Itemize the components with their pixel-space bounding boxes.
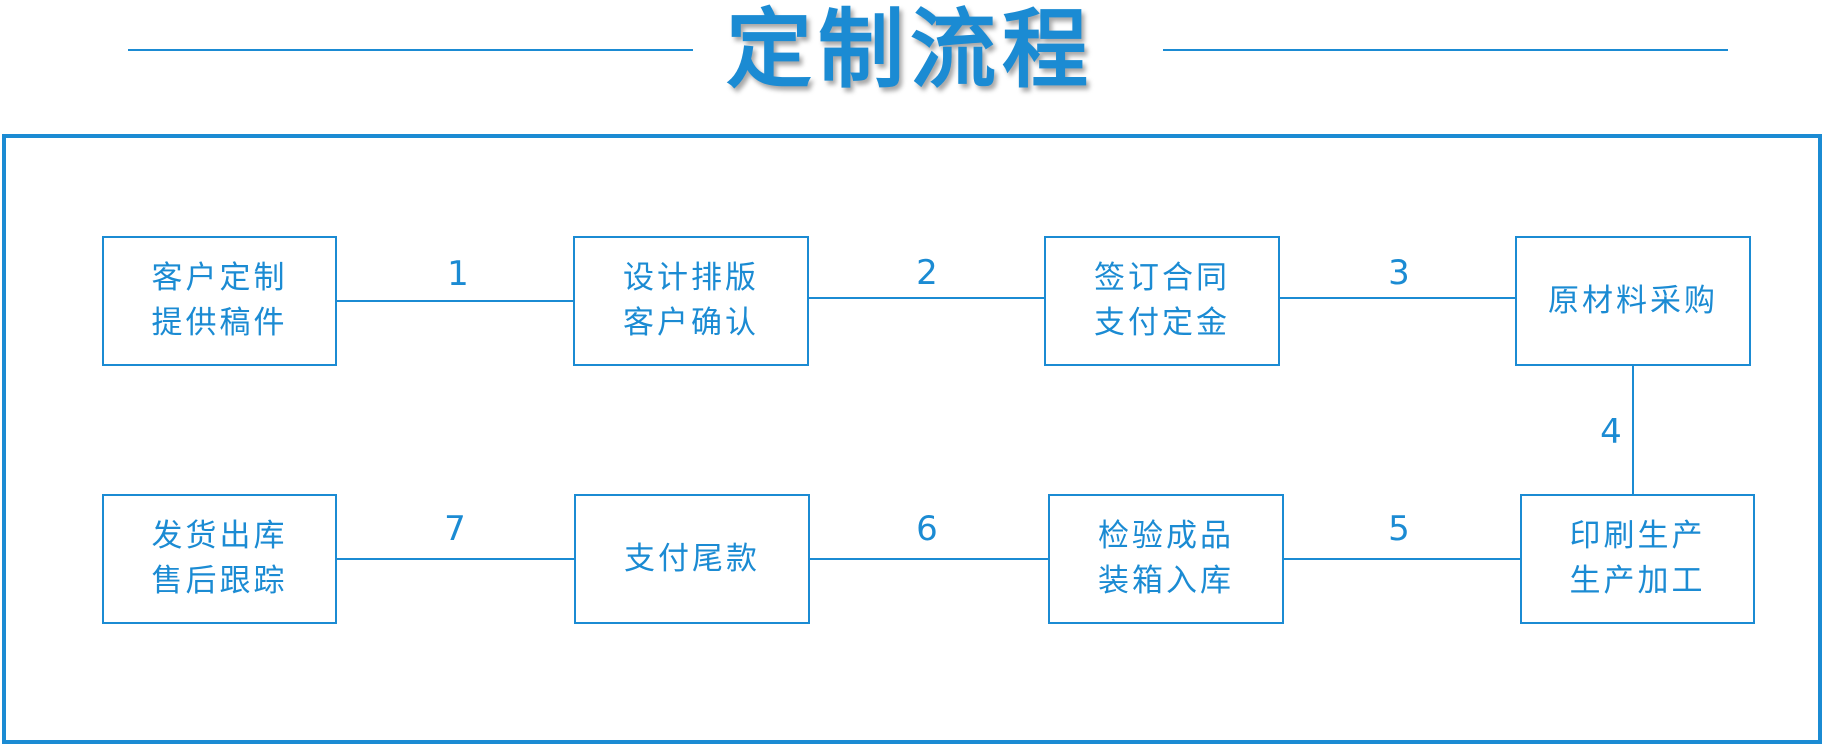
connector-label-7: 7 [444,509,466,549]
connector-label-4: 4 [1600,412,1622,452]
connector-line-5 [1282,558,1522,560]
step-1-line-1: 客户定制 [151,260,288,296]
step-8-line-2: 售后跟踪 [151,563,288,599]
title-rule-right [1163,49,1728,51]
connector-line-6 [809,558,1049,560]
step-5-line-2: 生产加工 [1569,563,1706,599]
step-box-3: 签订合同 支付定金 [1044,236,1280,366]
step-box-2: 设计排版 客户确认 [573,236,809,366]
step-6-line-2: 装箱入库 [1098,563,1234,599]
step-box-4: 原材料采购 [1515,236,1751,366]
connector-label-6: 6 [916,509,938,549]
step-2-line-2: 客户确认 [623,305,759,341]
step-5-line-1: 印刷生产 [1569,518,1706,554]
connector-line-2 [808,297,1046,299]
title-rule-left [128,49,693,51]
step-4-line-1: 原材料采购 [1548,282,1718,319]
step-2-line-1: 设计排版 [623,260,759,296]
step-3-line-2: 支付定金 [1094,305,1230,341]
step-8-line-1: 发货出库 [151,518,288,554]
step-box-6: 检验成品 装箱入库 [1048,494,1284,624]
connector-line-7 [336,558,576,560]
step-3-line-1: 签订合同 [1094,260,1230,296]
connector-line-1 [336,300,574,302]
connector-label-3: 3 [1388,253,1410,293]
step-box-5: 印刷生产 生产加工 [1520,494,1755,624]
step-box-1: 客户定制 提供稿件 [102,236,337,366]
step-box-8: 发货出库 售后跟踪 [102,494,337,624]
connector-line-4 [1632,366,1634,496]
flowchart-frame [2,134,1822,744]
step-1-line-2: 提供稿件 [151,305,288,341]
connector-label-5: 5 [1388,509,1410,549]
connector-label-1: 1 [447,254,469,294]
step-6-line-1: 检验成品 [1098,518,1234,554]
step-box-7: 支付尾款 [574,494,810,624]
connector-label-2: 2 [916,253,938,293]
connector-line-3 [1279,297,1517,299]
step-7-line-1: 支付尾款 [624,540,760,577]
diagram-title: 定制流程 [726,0,1094,100]
